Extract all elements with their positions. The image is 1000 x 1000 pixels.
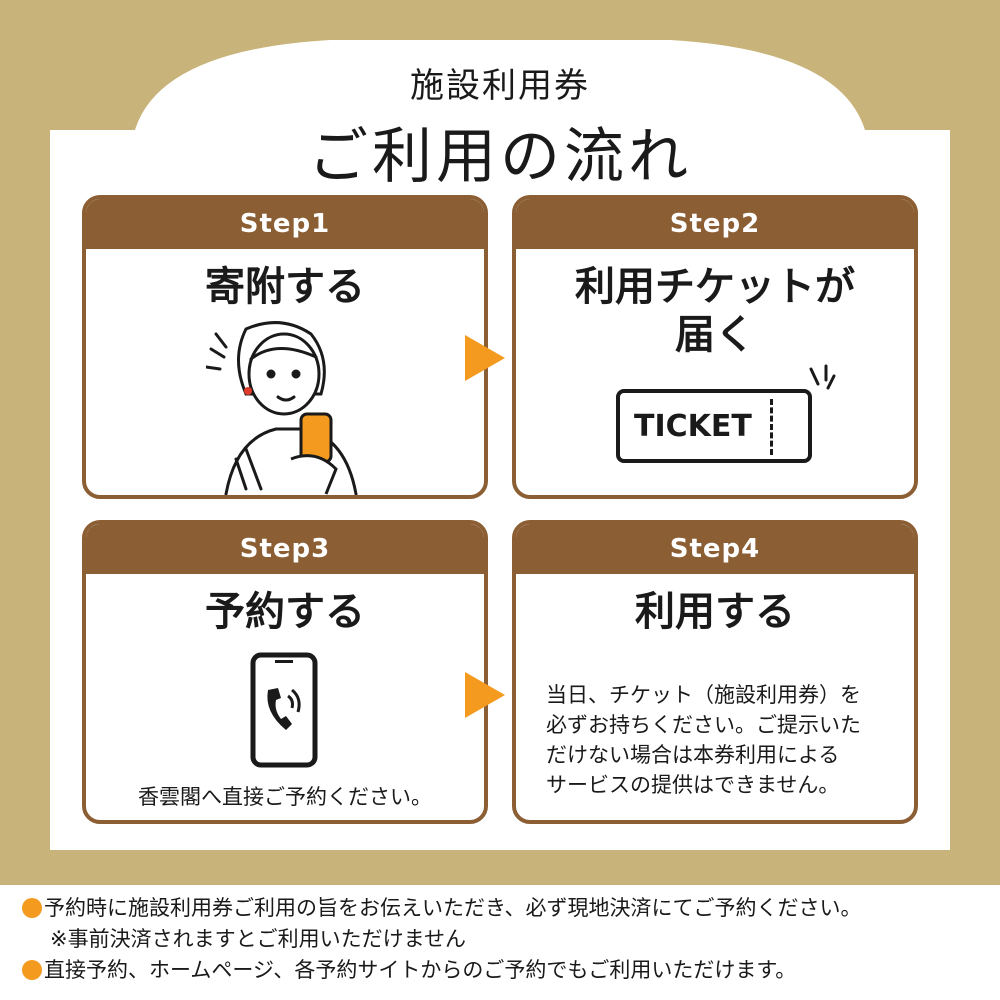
step4-note-line: 当日、チケット（施設利用券）を [546,683,861,707]
step4-note-line: だけない場合は本券利用による [546,743,840,767]
smartphone-call-icon [250,652,318,768]
page-subtitle: 施設利用券 [410,66,590,106]
step4-heading: 利用する [635,589,795,635]
step3-note: 香雲閣へ直接ご予約ください。 [138,785,432,809]
bullet-icon [22,898,42,918]
step4-note: 当日、チケット（施設利用券）を 必ずお持ちください。ご提示いた だけない場合は本… [546,680,861,800]
step1-card: Step1 寄附する [82,195,488,499]
step1-label: Step1 [86,199,484,249]
arrow-right-icon [465,335,505,381]
step2-heading-line1: 利用チケットが [575,264,855,310]
step4-note-line: サービスの提供はできません。 [546,773,840,797]
step4-card: Step4 利用する 当日、チケット（施設利用券）を 必ずお持ちください。ご提示… [512,520,918,824]
person-with-phone-icon [206,321,358,495]
step1-heading: 寄附する [205,264,365,310]
bullet-icon [22,960,42,980]
step2-card: Step2 利用チケットが 届く TICKET [512,195,918,499]
step2-heading-line2: 届く [675,312,755,358]
step3-label: Step3 [86,524,484,574]
step3-card: Step3 予約する 香雲閣へ直接ご予約ください。 [82,520,488,824]
step4-label: Step4 [516,524,914,574]
sparkle-icon [809,364,836,390]
footer-notes: 予約時に施設利用券ご利用の旨をお伝えいただき、必ず現地決済にてご予約ください。 … [0,885,1000,1000]
footer-line1: 予約時に施設利用券ご利用の旨をお伝えいただき、必ず現地決済にてご予約ください。 [44,896,862,920]
arrow-right-icon [465,672,505,718]
footer-line2: ※事前決済されますとご利用いただけません [50,927,466,951]
ticket-icon: TICKET [616,389,812,463]
step2-label: Step2 [516,199,914,249]
page-title: ご利用の流れ [308,122,692,192]
footer-line3: 直接予約、ホームページ、各予約サイトからのご予約でもご利用いただけます。 [44,958,797,982]
ticket-text: TICKET [634,409,752,444]
step3-heading: 予約する [205,589,365,635]
step4-note-line: 必ずお持ちください。ご提示いた [546,713,861,737]
